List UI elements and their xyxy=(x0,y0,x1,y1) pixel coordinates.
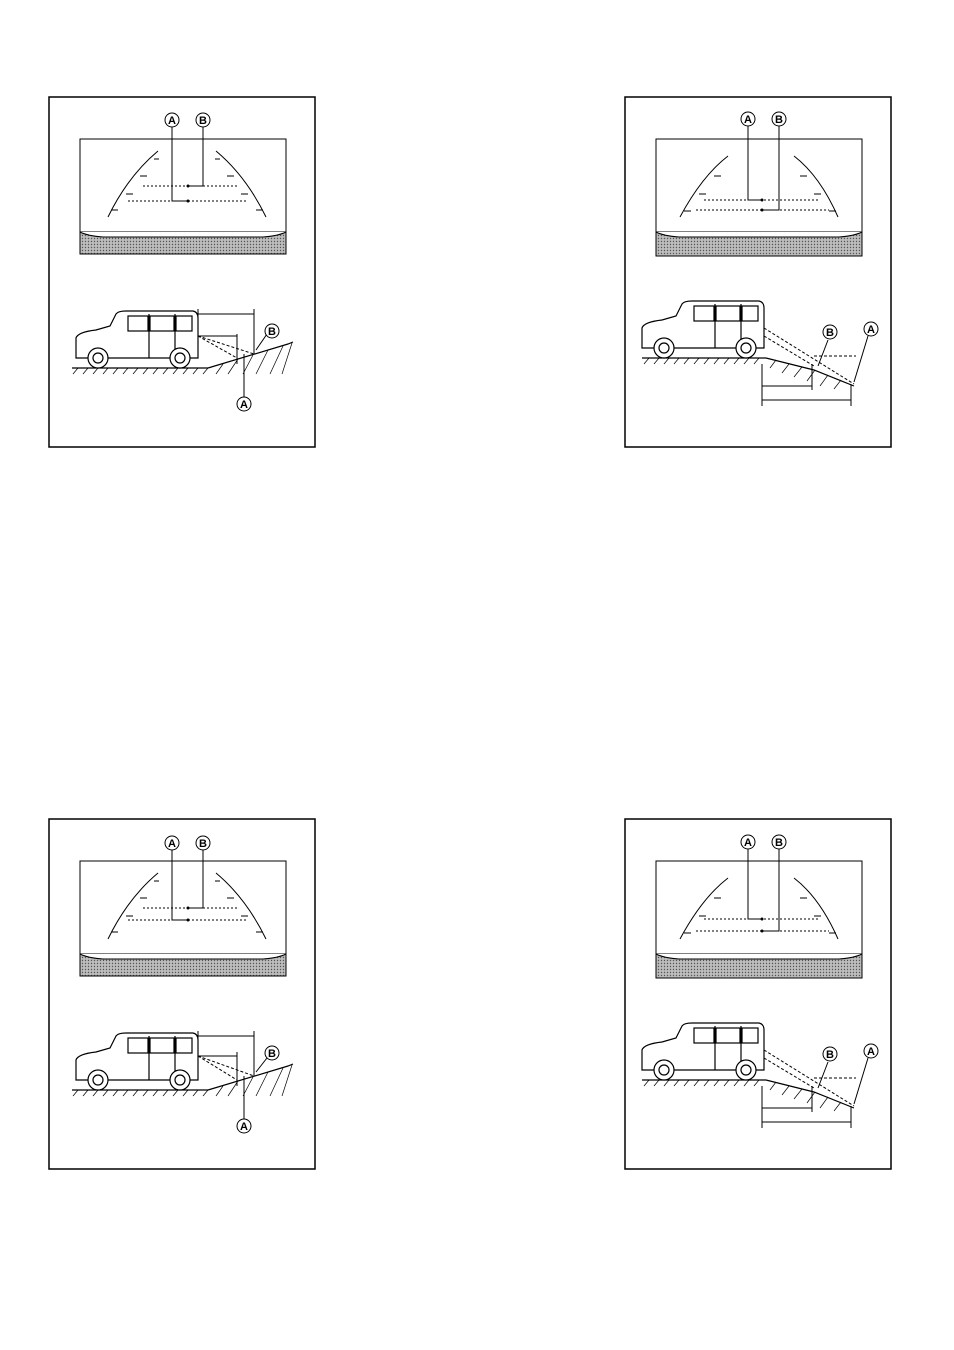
figure-upslope-1: A B B A xyxy=(48,96,316,448)
callout-a-screen: A xyxy=(741,835,755,849)
upslope-diagram-1: A B B A xyxy=(48,96,316,448)
svg-text:B: B xyxy=(775,837,783,849)
svg-text:A: A xyxy=(168,115,176,127)
svg-text:A: A xyxy=(240,399,248,411)
upslope-diagram-2: A B B A xyxy=(48,818,316,1170)
downslope-diagram-1: A B B A xyxy=(624,96,892,448)
svg-text:A: A xyxy=(744,114,752,126)
callout-b-side: B xyxy=(823,325,837,339)
svg-text:A: A xyxy=(744,837,752,849)
figure-downslope-1: A B B A xyxy=(624,96,892,448)
callout-b-side: B xyxy=(265,1046,279,1060)
svg-text:B: B xyxy=(268,326,276,338)
callout-a-side: A xyxy=(237,1119,251,1133)
callout-a-side: A xyxy=(864,1044,878,1058)
callout-b-screen: B xyxy=(196,836,210,850)
svg-text:A: A xyxy=(168,838,176,850)
svg-text:B: B xyxy=(826,1049,834,1061)
callout-a-screen: A xyxy=(165,113,179,127)
callout-b-side: B xyxy=(265,324,279,338)
callout-b-screen: B xyxy=(772,112,786,126)
callout-a-side: A xyxy=(237,397,251,411)
callout-b-screen: B xyxy=(196,113,210,127)
figure-upslope-2: A B B A xyxy=(48,818,316,1170)
callout-b-side: B xyxy=(823,1047,837,1061)
svg-text:A: A xyxy=(867,1046,875,1058)
callout-a-side: A xyxy=(864,322,878,336)
svg-text:A: A xyxy=(867,324,875,336)
callout-a-screen: A xyxy=(741,112,755,126)
svg-text:B: B xyxy=(199,838,207,850)
callout-b-screen: B xyxy=(772,835,786,849)
svg-text:B: B xyxy=(199,115,207,127)
callout-a-screen: A xyxy=(165,836,179,850)
svg-text:A: A xyxy=(240,1121,248,1133)
svg-text:B: B xyxy=(268,1048,276,1060)
downslope-diagram-2: A B B A xyxy=(624,818,892,1170)
svg-text:B: B xyxy=(775,114,783,126)
svg-text:B: B xyxy=(826,327,834,339)
figure-downslope-2: A B B A xyxy=(624,818,892,1170)
